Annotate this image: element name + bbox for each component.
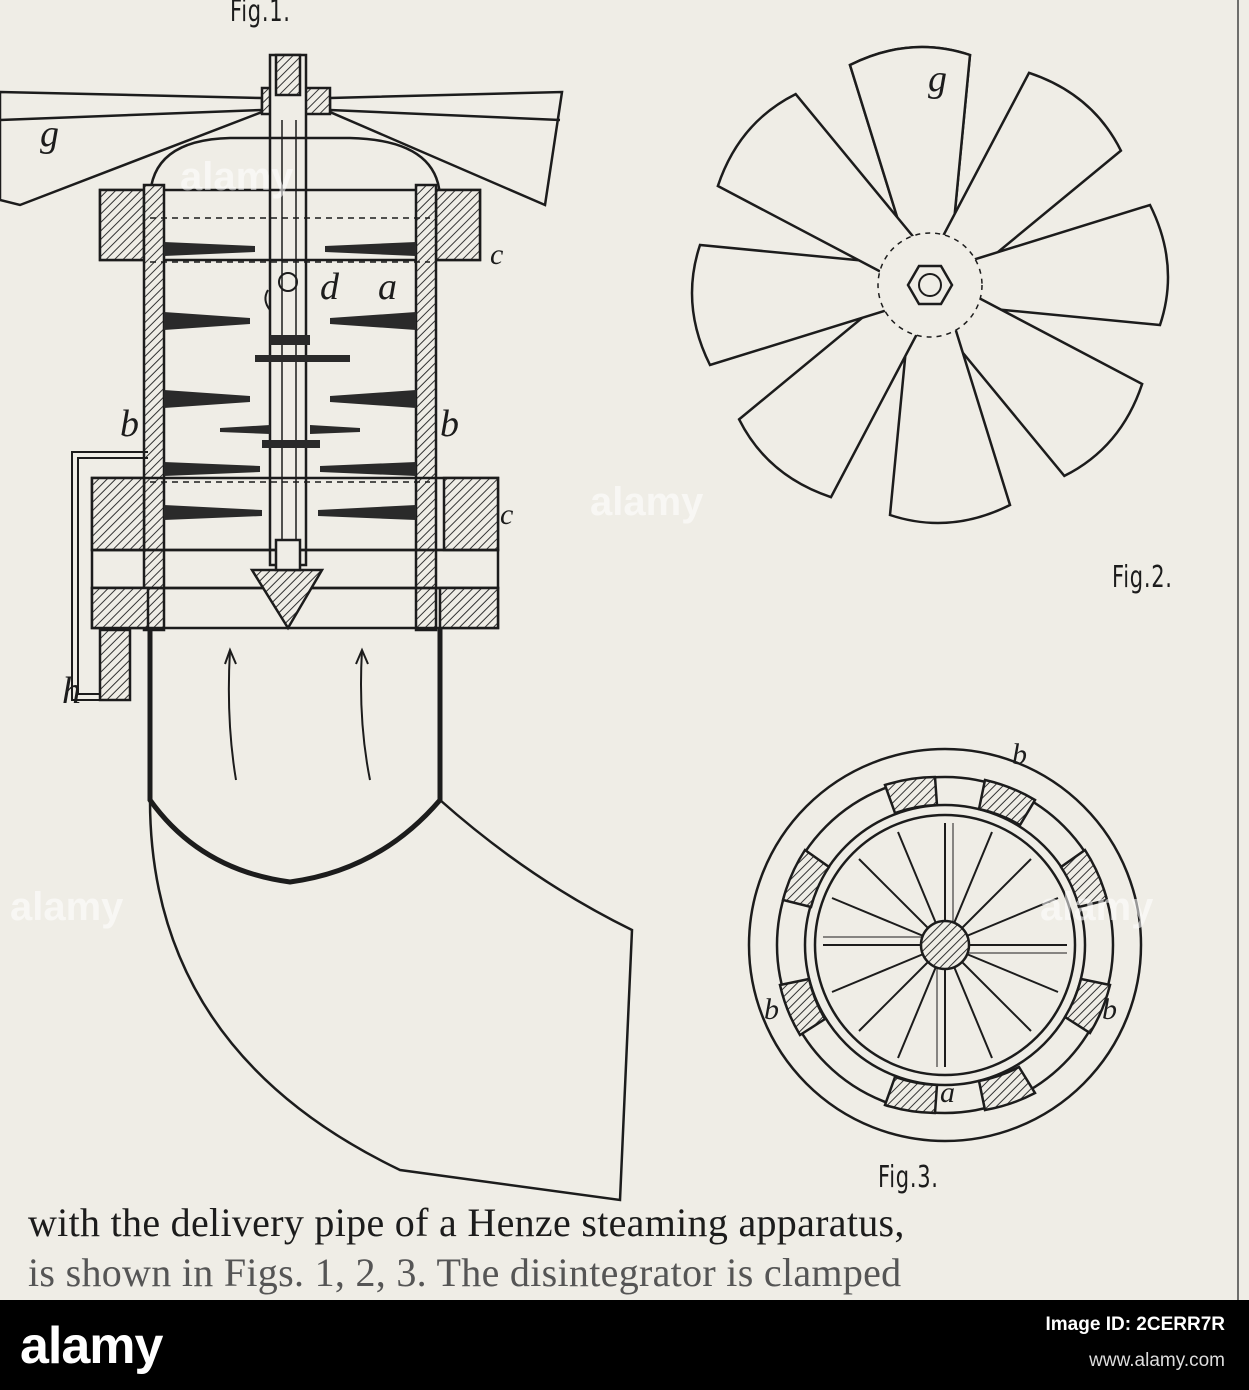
fig3-ring-blocks <box>778 775 1112 1115</box>
fig1-letter-g: g <box>40 113 59 155</box>
engraving-drawing <box>0 0 1239 1300</box>
fig1-letter-h: h <box>62 670 81 712</box>
fig2-letter-g: g <box>928 58 947 100</box>
fig1-cock-h <box>98 628 132 702</box>
fig1-delivery-pipe <box>148 628 634 1202</box>
fig3-letter-b-left: b <box>764 993 779 1026</box>
engraving-plate: Fig.1. Fig.2. Fig.3. g c d a b b c h g b… <box>0 0 1239 1300</box>
fig1-fan-blade-left <box>0 90 264 207</box>
caption-text: with the delivery pipe of a Henze steami… <box>0 1198 1249 1300</box>
fig1-label: Fig.1. <box>230 0 291 29</box>
watermark-image-id: Image ID: 2CERR7R <box>1045 1314 1226 1335</box>
fig1-wall-b-left <box>142 183 166 632</box>
fig1-housing-lid <box>148 136 442 201</box>
watermark-logo: alamy <box>20 1317 163 1375</box>
fig1-letter-a: a <box>378 266 397 308</box>
fig1-letter-b-right: b <box>440 403 459 445</box>
fig1-letter-b-left: b <box>120 403 139 445</box>
fig1-letter-c-lower: c <box>500 498 514 531</box>
fig1-cone <box>249 568 325 631</box>
watermark-url: www.alamy.com <box>1089 1350 1225 1371</box>
fig3-letter-b-right: b <box>1102 993 1117 1026</box>
fig3-label: Fig.3. <box>878 1160 939 1195</box>
fig1-letter-d: d <box>320 266 339 308</box>
fig1-sectional-view <box>0 53 634 1202</box>
fig3-letter-b-top: b <box>1012 738 1027 771</box>
caption-line-1: with the delivery pipe of a Henze steami… <box>28 1200 905 1245</box>
fig3-cross-section <box>747 747 1143 1143</box>
fig1-letter-c-top: c <box>490 238 504 271</box>
caption-line-2: is shown in Figs. 1, 2, 3. The disintegr… <box>28 1250 902 1295</box>
watermark-band: alamy Image ID: 2CERR7R www.alamy.com <box>0 1300 1249 1390</box>
fig1-wall-b-right <box>414 183 438 632</box>
fig1-beater-pins <box>164 242 416 520</box>
fig1-shaft <box>268 53 308 567</box>
fig2-label: Fig.2. <box>1112 560 1173 595</box>
fig2-fan-plan <box>690 45 1170 525</box>
fig3-letter-a: a <box>940 1076 955 1109</box>
fig1-fan-blade-right <box>328 90 564 207</box>
